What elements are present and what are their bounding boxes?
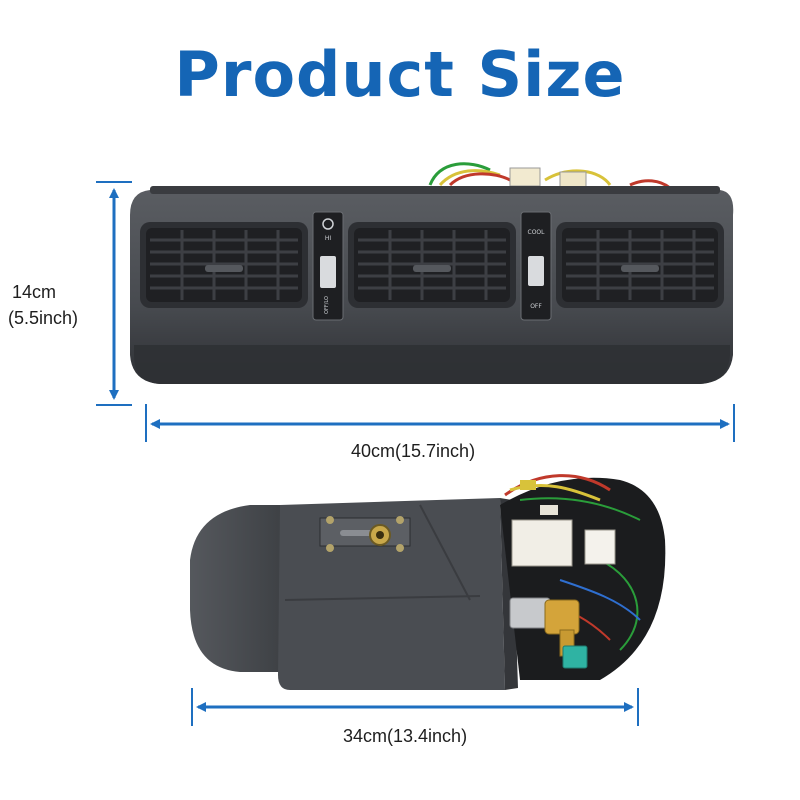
top-wires (428, 162, 671, 190)
temp-off-label: OFF (530, 303, 542, 310)
height-cm-label: 14cm (12, 282, 57, 302)
side-view-unit (190, 474, 666, 690)
temp-cool-label: COOL (528, 229, 546, 236)
expansion-valve (509, 597, 588, 669)
fan-high-label: HI (325, 235, 332, 242)
fan-icon (322, 218, 334, 230)
vent-center (348, 222, 516, 308)
connector-plug (584, 529, 616, 565)
vent-left (140, 222, 308, 308)
fan-off-label: OFF/LO (324, 296, 330, 314)
vent-right (556, 222, 724, 308)
side-wiring-harness (500, 474, 666, 680)
page-title: Product Size (174, 38, 626, 111)
temperature-switch: COOL OFF (520, 211, 552, 321)
depth-label: 34cm(13.4inch) (343, 726, 468, 746)
valve-cap (562, 645, 588, 669)
height-inch-label: (5.5inch) (8, 308, 79, 328)
connector-block (511, 519, 573, 567)
mounting-bracket (319, 516, 411, 552)
temp-slider-knob (528, 256, 544, 286)
fan-slider-knob (320, 256, 336, 288)
width-label: 40cm(15.7inch) (351, 441, 476, 461)
side-nose-cover (190, 505, 282, 672)
fan-speed-switch: HI OFF/LO (312, 211, 344, 321)
housing-top-lip (150, 186, 720, 194)
front-view-unit: HI OFF/LO COOL OFF (130, 162, 734, 384)
